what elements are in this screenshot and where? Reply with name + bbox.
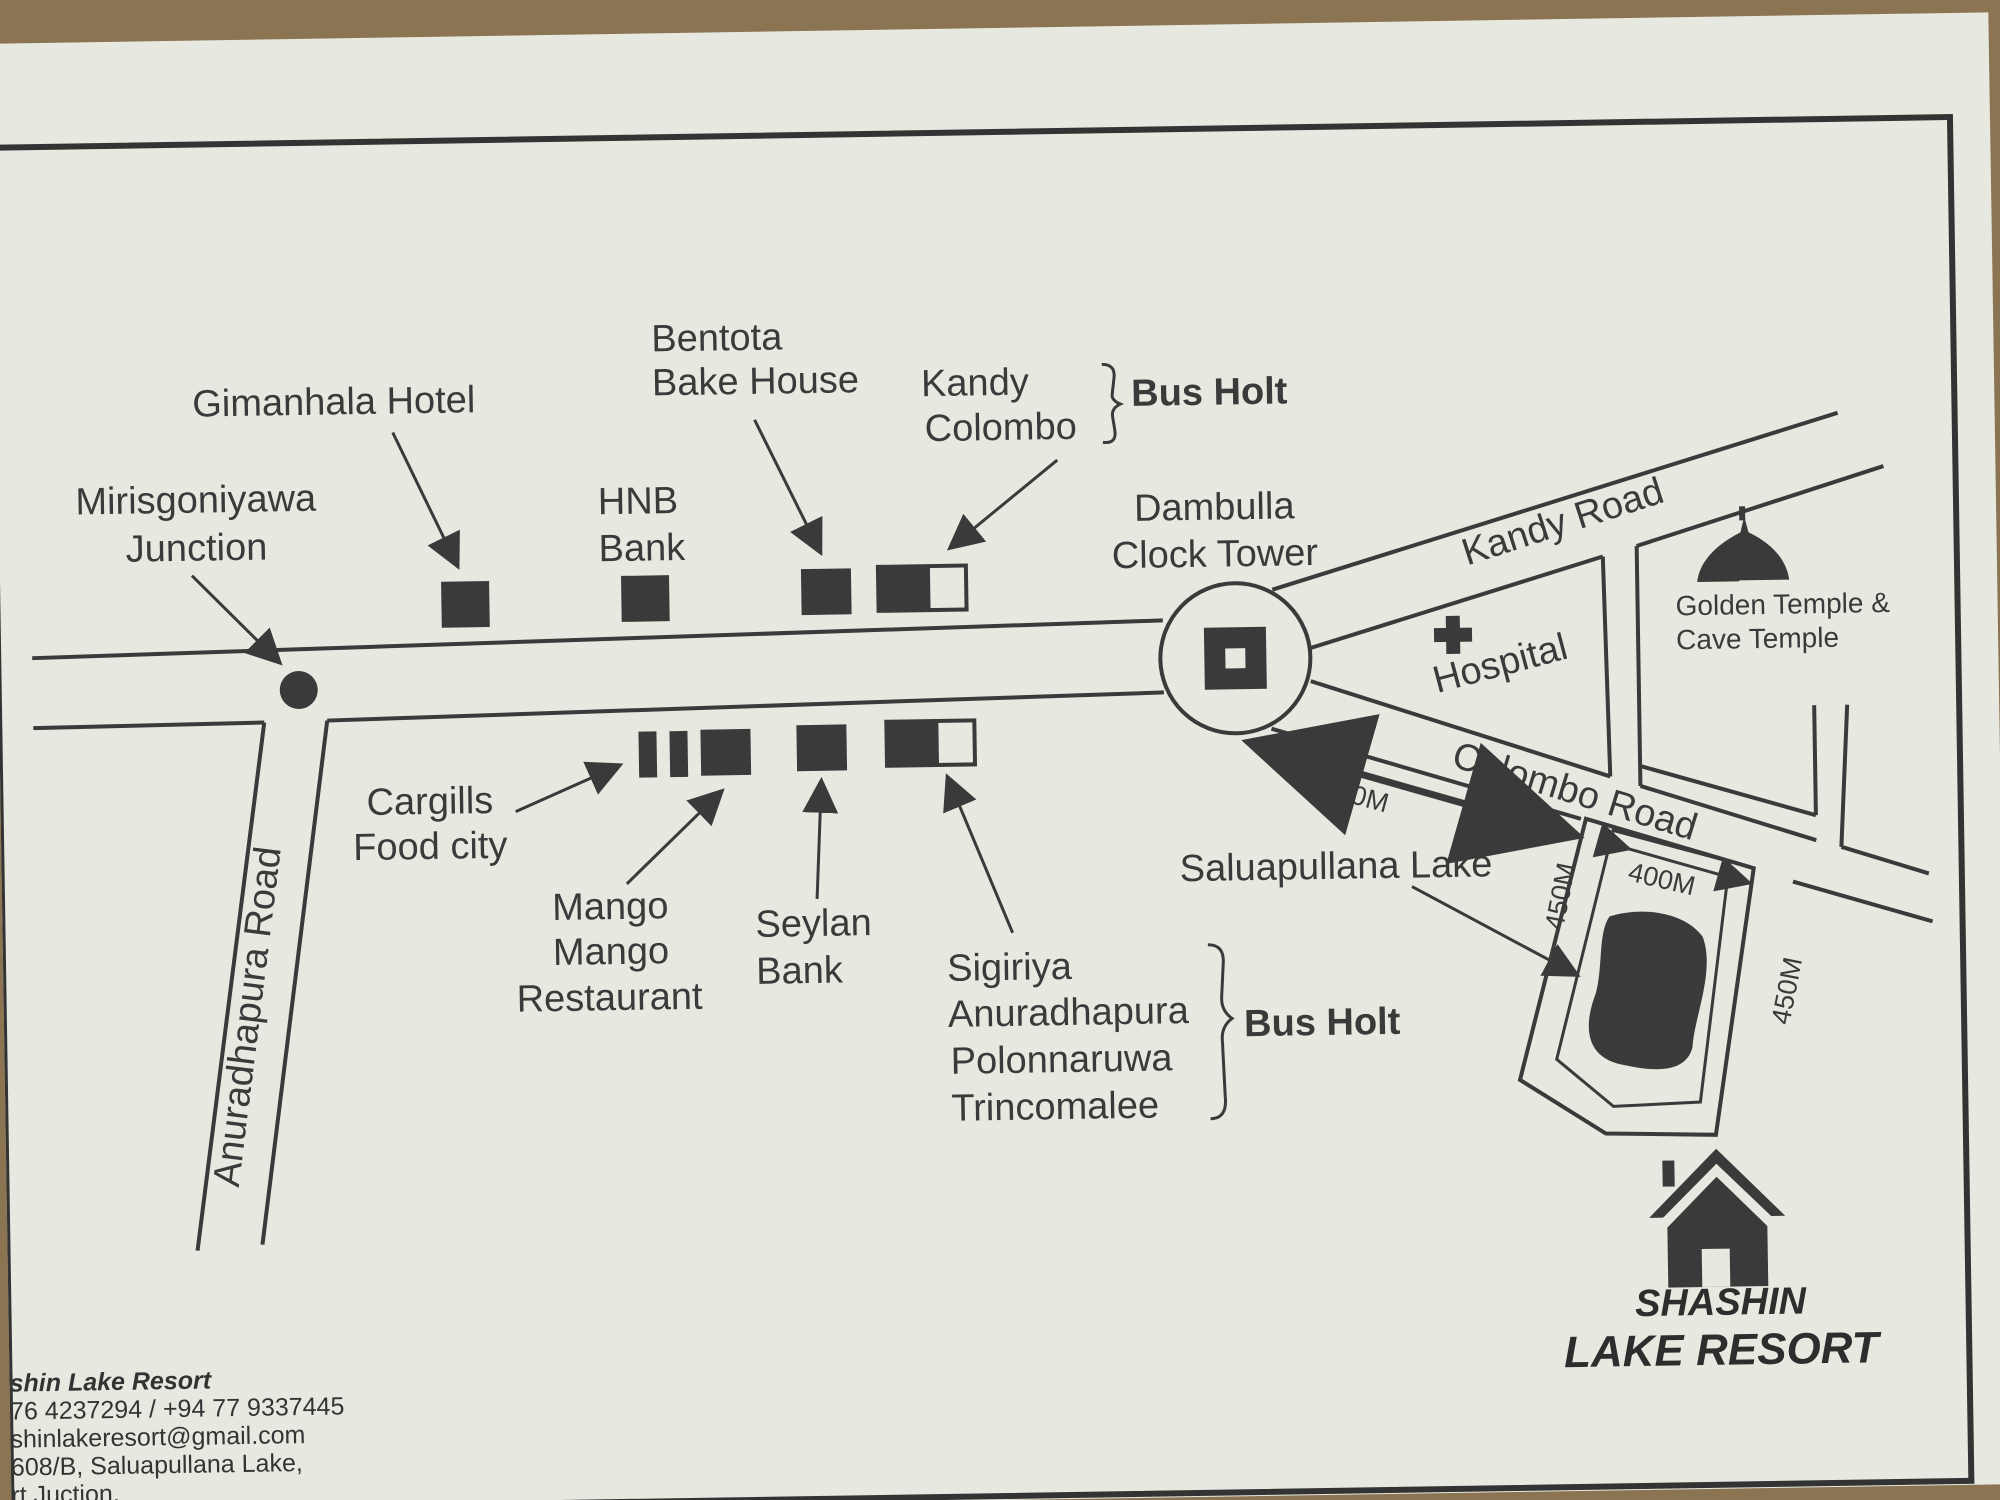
distance-500m-arrow <box>1241 714 1585 864</box>
hnb-bank-marker <box>620 575 670 622</box>
label-cargills-food-city: Cargills Food city <box>353 780 508 869</box>
label-bus-holt-south-destinations: Sigiriya Anuradhapura Polonnaruwa Trinco… <box>947 946 1190 1130</box>
svg-text:Dambulla: Dambulla <box>1134 485 1296 530</box>
label-mango-mango-restaurant: Mango Mango Restaurant <box>516 885 703 1021</box>
footer-line-1: shin Lake Resort <box>9 1366 213 1397</box>
footer-line-2: 76 4237294 / +94 77 9337445 <box>10 1392 345 1425</box>
svg-text:Bank: Bank <box>598 527 686 570</box>
svg-text:Mango: Mango <box>553 930 670 974</box>
lake-pointer <box>1411 885 1581 977</box>
gimanhala-pointer <box>391 431 460 570</box>
svg-text:Sigiriya: Sigiriya <box>947 946 1073 990</box>
map-paper: Mirisgoniyawa Junction Gimanhala Hotel H… <box>0 12 2000 1500</box>
label-bus-holt-north: Bus Holt <box>1131 370 1288 414</box>
saluapullana-lake <box>1588 911 1707 1070</box>
svg-text:Mango: Mango <box>552 885 669 929</box>
temple-block-east-edge <box>1812 705 1818 816</box>
label-bus-holt-south: Bus Holt <box>1244 1001 1401 1045</box>
distance-450m-left-label: 450M <box>1539 860 1581 932</box>
anuradhapura-road-west-edge <box>195 722 267 1251</box>
hospital-block-edge <box>1600 556 1613 777</box>
golden-temple-icon <box>1697 516 1790 583</box>
brand-line-2: LAKE RESORT <box>1564 1323 1882 1377</box>
junction-pointer <box>190 574 283 666</box>
svg-text:Seylan: Seylan <box>755 902 872 946</box>
cargills-food-city-marker-1 <box>638 731 658 778</box>
main-road-south-edge-west <box>33 720 265 731</box>
kandy-road-south-edge-west <box>1309 554 1604 651</box>
bentota-pointer <box>753 419 823 557</box>
svg-text:Anuradhapura: Anuradhapura <box>948 990 1190 1036</box>
svg-text:Bentota: Bentota <box>651 316 784 360</box>
label-saluapullana-lake: Saluapullana Lake <box>1179 843 1492 890</box>
svg-text:Cave Temple: Cave Temple <box>1676 622 1839 656</box>
seylan-pointer <box>802 776 839 899</box>
label-golden-temple: Golden Temple & Cave Temple <box>1675 587 1890 656</box>
main-road-north-edge <box>32 618 1163 661</box>
svg-text:HNB: HNB <box>598 480 679 523</box>
svg-text:Bake House: Bake House <box>652 359 860 404</box>
temple-block-south-edge <box>1639 764 1817 818</box>
bus-holt-north-brace <box>1101 362 1125 445</box>
svg-text:Golden Temple &: Golden Temple & <box>1675 587 1890 621</box>
footer-line-5: rt Juction, <box>11 1480 120 1500</box>
svg-text:Restaurant: Restaurant <box>516 976 703 1021</box>
label-dambulla-clock-tower: Dambulla Clock Tower <box>1111 485 1318 577</box>
bentota-bake-house-marker <box>800 568 852 616</box>
location-map: Mirisgoniyawa Junction Gimanhala Hotel H… <box>0 113 1975 1500</box>
svg-text:Mirisgoniyawa: Mirisgoniyawa <box>75 478 317 524</box>
cargills-food-city-marker-2 <box>669 730 689 778</box>
footer-line-3: shinlakeresort@gmail.com <box>10 1421 305 1454</box>
mango-pointer <box>625 788 725 885</box>
label-bentota-bake-house: Bentota Bake House <box>651 316 860 404</box>
label-gimanhala-hotel: Gimanhala Hotel <box>192 379 476 425</box>
svg-text:Polonnaruwa: Polonnaruwa <box>950 1037 1173 1082</box>
colombo-road-north-edge-east <box>1840 844 1930 876</box>
footer-line-4: 608/B, Saluapullana Lake, <box>11 1449 303 1482</box>
contact-details: shin Lake Resort 76 4237294 / +94 77 933… <box>9 1366 345 1500</box>
label-seylan-bank: Seylan Bank <box>755 902 872 993</box>
colombo-road-north-edge-mid <box>1639 784 1817 843</box>
label-bus-holt-north-destinations: Kandy Colombo <box>921 362 1077 451</box>
svg-text:Clock Tower: Clock Tower <box>1111 532 1318 577</box>
main-road-south-edge-east <box>327 690 1164 723</box>
brand-line-1: SHASHIN <box>1635 1280 1808 1325</box>
svg-text:Junction: Junction <box>125 526 267 570</box>
svg-text:Kandy: Kandy <box>921 362 1029 406</box>
distance-400m-label: 400M <box>1626 857 1699 902</box>
label-mirisgoniyawa-junction: Mirisgoniyawa Junction <box>75 478 317 571</box>
mango-mango-restaurant-marker <box>700 728 752 776</box>
svg-text:Colombo: Colombo <box>924 406 1077 450</box>
gimanhala-hotel-marker <box>441 581 490 628</box>
kandy-road-north-edge <box>1271 410 1839 592</box>
colombo-road-south-edge-east <box>1792 879 1934 924</box>
bus-holt-south-brace <box>1207 943 1235 1121</box>
mirisgoniyawa-junction-marker <box>279 671 318 710</box>
cargills-pointer <box>515 761 624 813</box>
svg-text:Trincomalee: Trincomalee <box>951 1085 1159 1130</box>
kandy-road-south-edge-east <box>1636 464 1885 548</box>
anuradhapura-road-east-edge <box>260 720 330 1245</box>
distance-400m-arrow <box>1592 822 1753 892</box>
label-hnb-bank: HNB Bank <box>598 480 687 570</box>
svg-text:Cargills: Cargills <box>366 780 493 824</box>
resort-house-icon <box>1649 1148 1786 1218</box>
svg-text:Bank: Bank <box>756 949 844 992</box>
side-road-west-edge <box>1634 545 1643 786</box>
seylan-bank-marker <box>796 724 848 772</box>
distance-450m-right-label: 450M <box>1766 955 1808 1027</box>
bus-holt-north-pointer <box>946 458 1059 551</box>
svg-text:Food city: Food city <box>353 825 508 869</box>
side-road-east-edge <box>1839 704 1850 847</box>
bus-holt-south-pointer <box>943 773 1015 934</box>
map-border <box>0 113 1975 1500</box>
